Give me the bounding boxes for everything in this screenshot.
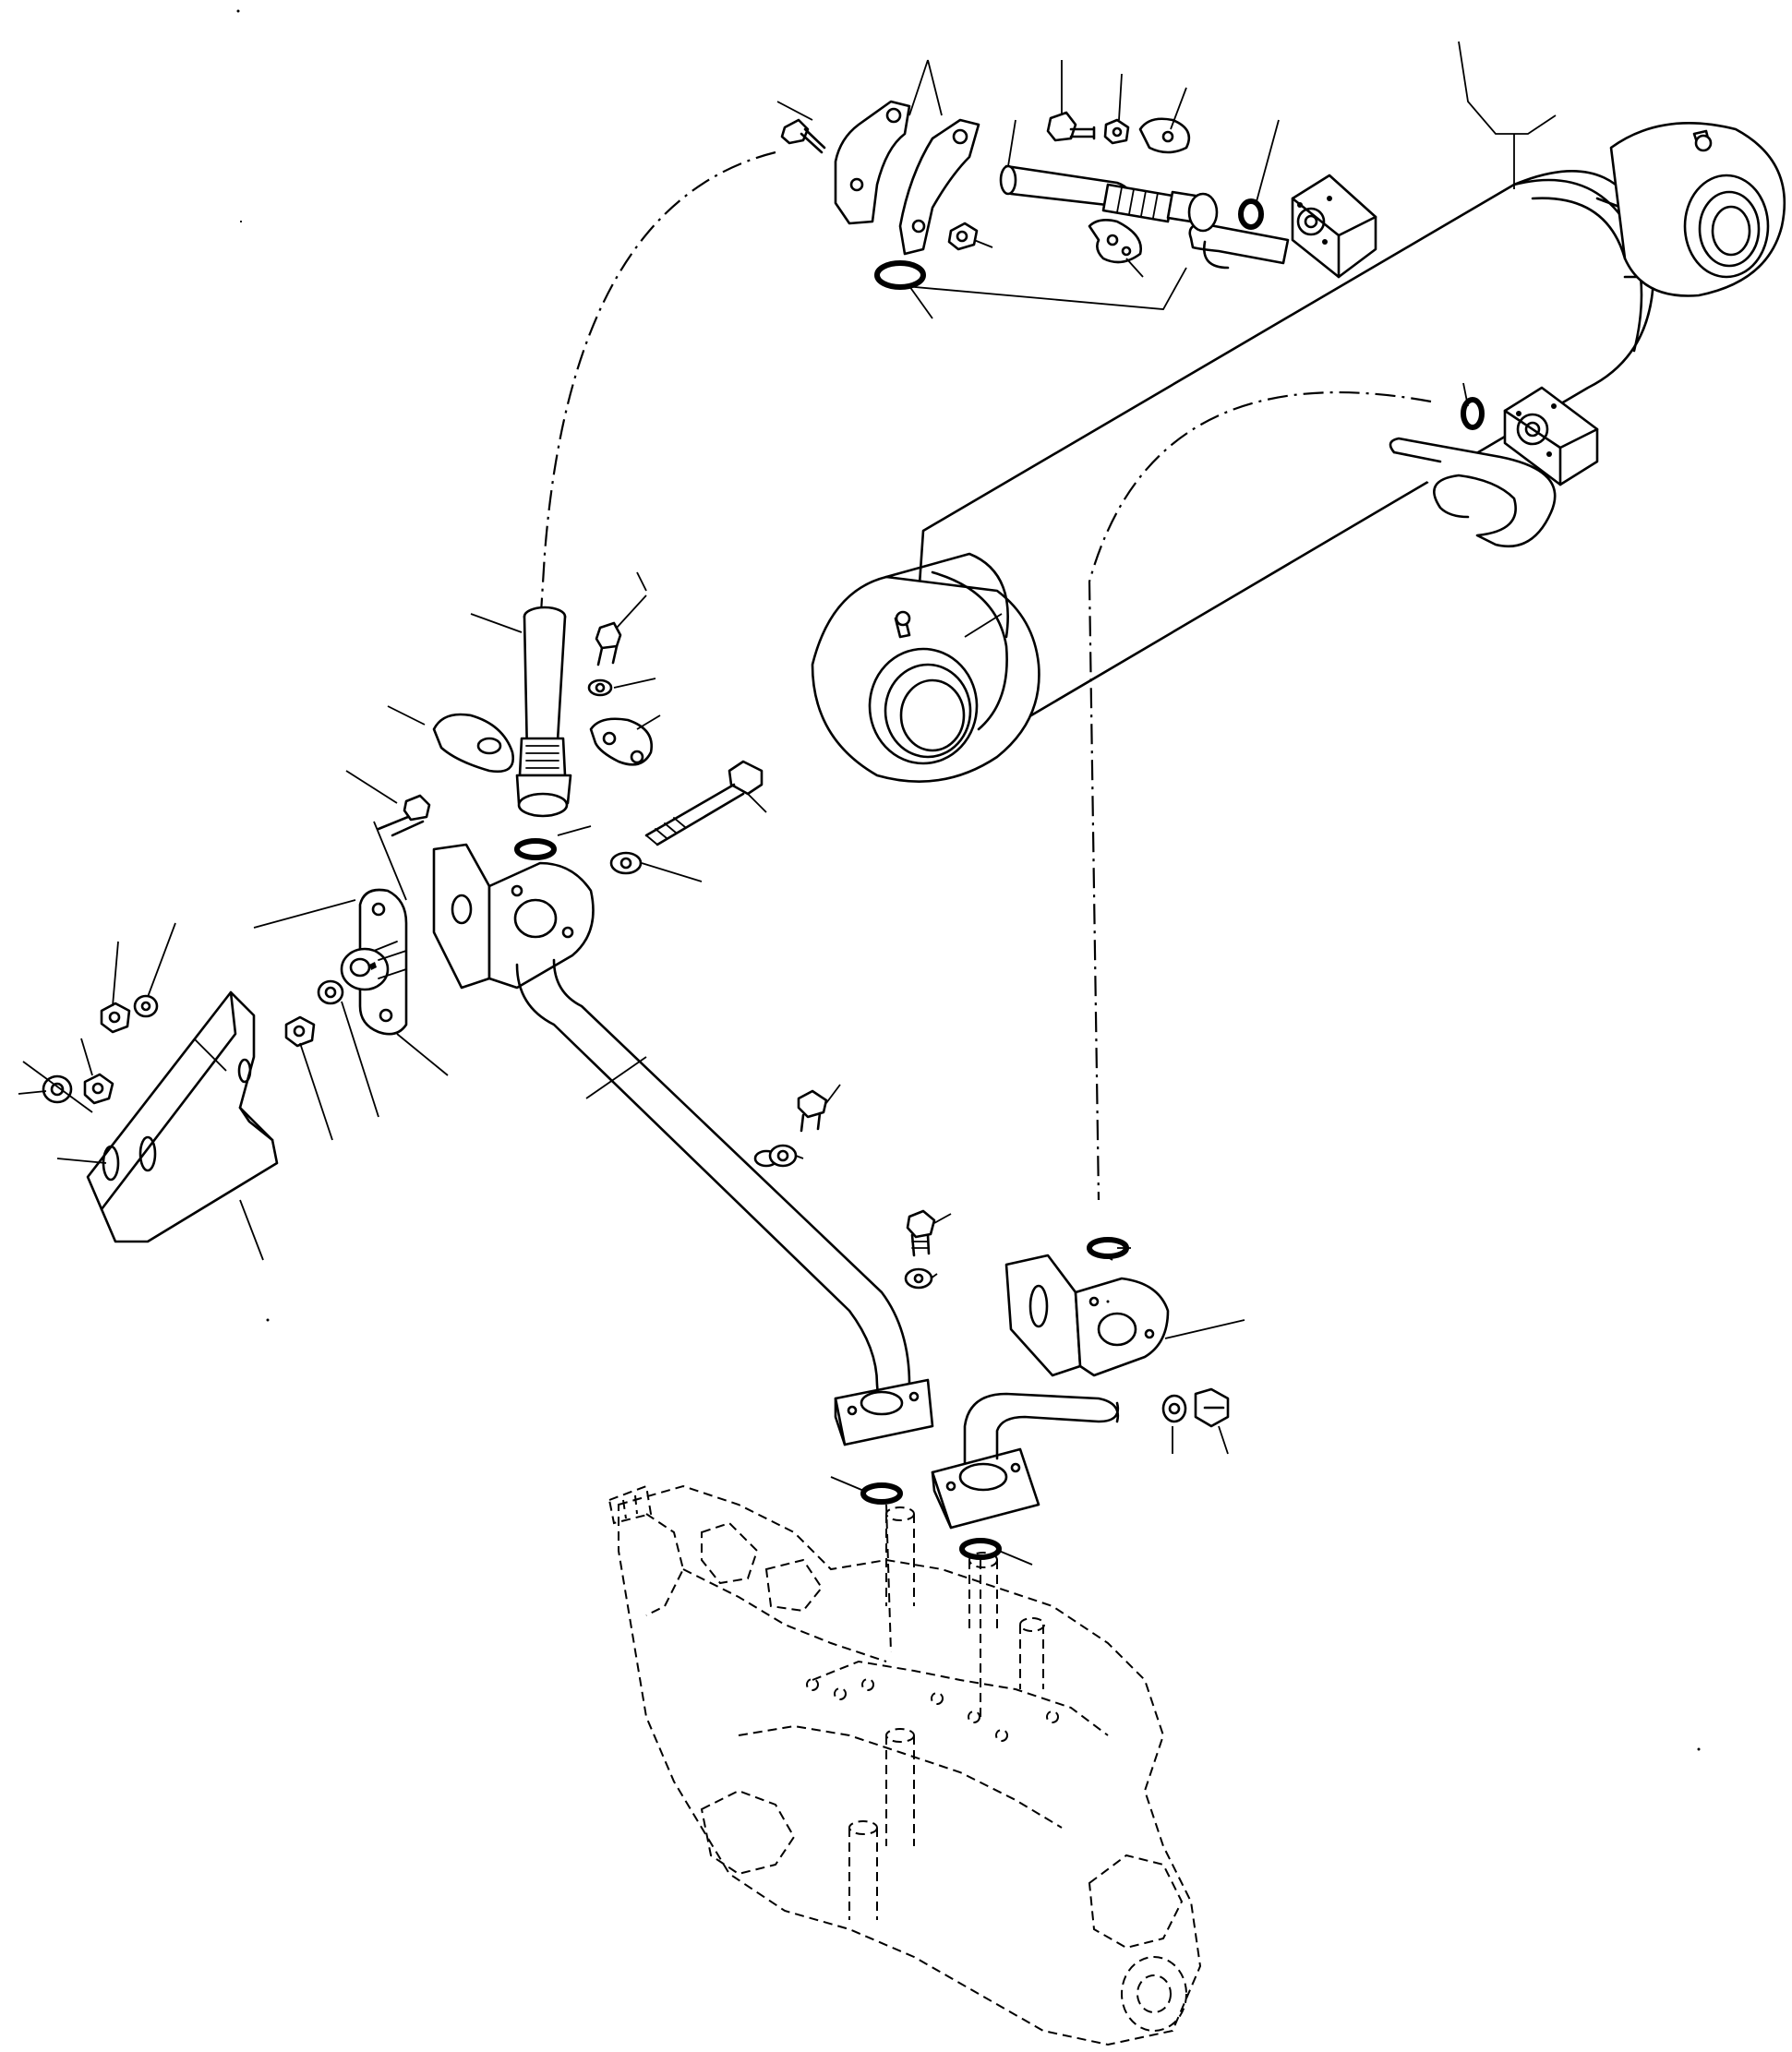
connection-line-valve-left: [885, 1504, 892, 1653]
boom-cylinder: [811, 122, 1786, 783]
o-ring-flange-right: [959, 1538, 1002, 1560]
pivot-plate: [340, 888, 408, 1036]
long-bolt: [609, 760, 764, 875]
connection-line-lower-port: [1088, 390, 1432, 1201]
flange-block-left: [834, 1378, 934, 1446]
rod-eye-end: [811, 552, 1040, 783]
hydraulic-tube-vertical: [515, 606, 572, 818]
support-bracket-right: [1004, 1254, 1170, 1377]
leader-lines: [18, 59, 1469, 1566]
hydraulic-tube-upper: [999, 164, 1219, 233]
control-valve: [607, 1484, 1202, 2046]
tube-clamp-left: [432, 713, 514, 774]
support-bracket: [432, 843, 595, 990]
tube-clamp-right: [589, 717, 653, 766]
washer-pivot: [317, 979, 344, 1005]
o-ring-upper: [874, 260, 926, 290]
head-end-eye: [1609, 122, 1786, 297]
washer-right: [1161, 1394, 1187, 1423]
connection-line-upper-tube: [538, 150, 776, 629]
clamp-halves: [780, 100, 1191, 264]
flange-block-right: [931, 1392, 1120, 1530]
o-ring-flange-left: [860, 1482, 903, 1505]
hydraulic-tube-lower: [515, 958, 911, 1410]
cylinder-port-block-upper: [1291, 174, 1377, 279]
o-ring-vertical-tube: [514, 838, 557, 860]
cylinder-port-block-lower: [1503, 386, 1599, 486]
mounting-bracket: [86, 990, 279, 1243]
